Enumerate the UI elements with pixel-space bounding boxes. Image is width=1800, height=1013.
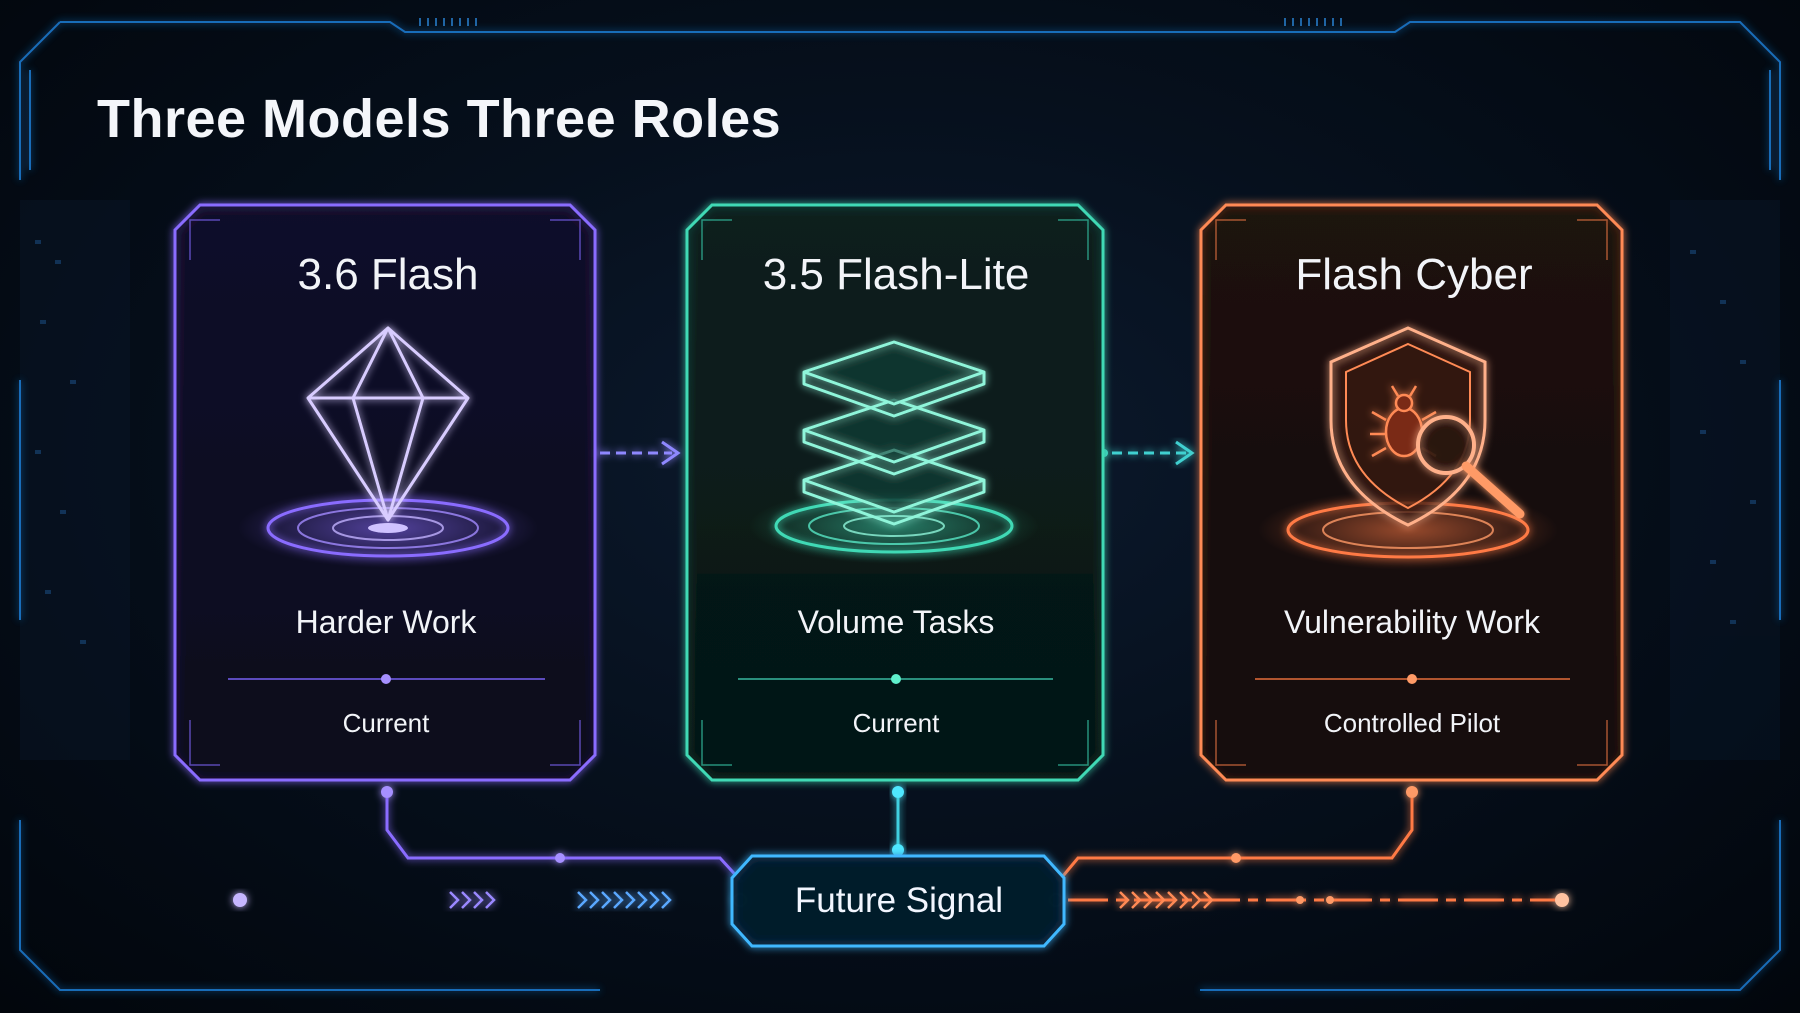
page-title: Three Models Three Roles (97, 89, 782, 149)
layers-icon (749, 340, 1039, 564)
card-1-title: 3.6 Flash (297, 250, 479, 299)
card-3-status: Controlled Pilot (1323, 708, 1501, 738)
card-3-6-flash (173, 203, 597, 782)
diamond-icon (238, 326, 538, 568)
connector-card3-to-signal (1056, 786, 1418, 883)
signal-bus-left (233, 891, 747, 909)
connector-card2-to-signal (892, 786, 904, 856)
card-3-5-flash-lite (685, 203, 1105, 782)
card-2-title: 3.5 Flash-Lite (762, 250, 1030, 299)
shield-bug-icon (1258, 326, 1558, 570)
card-3-role: Vulnerability Work (1283, 604, 1541, 640)
card-1-role: Harder Work (295, 604, 477, 640)
connector-card1-to-signal (381, 786, 744, 884)
card-2-status: Current (852, 708, 940, 738)
card-2-role: Volume Tasks (797, 604, 995, 640)
arrow-card1-to-card2 (588, 440, 681, 466)
future-signal-label: Future Signal (794, 881, 1004, 920)
background-rack-left (20, 200, 130, 760)
background-rack-right (1670, 200, 1780, 760)
signal-bus-right (1049, 891, 1569, 909)
future-signal-box (730, 854, 1066, 948)
arrow-card2-to-card3 (1100, 440, 1195, 466)
card-1-status: Current (342, 708, 430, 738)
outer-frame (19, 21, 1781, 991)
card-3-title: Flash Cyber (1295, 250, 1533, 299)
card-flash-cyber (1199, 203, 1624, 782)
frame-ticks-top (419, 18, 1342, 26)
